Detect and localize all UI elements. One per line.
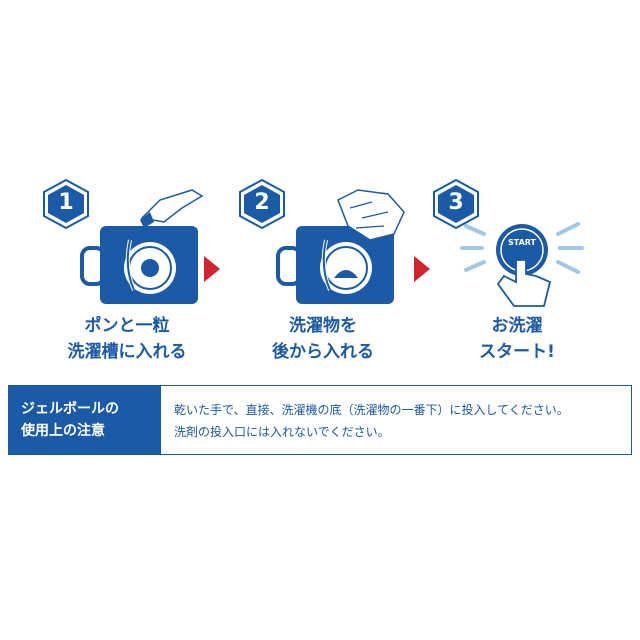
- step-2-caption: 洗濯物を 後から入れる: [272, 316, 374, 362]
- gelball-icon: [140, 212, 154, 228]
- washer-drop-gelball-illustration: [43, 178, 204, 304]
- step-3-number: 3: [448, 190, 464, 215]
- arrow-right-icon: [414, 256, 430, 282]
- arrow-right-icon: [204, 256, 220, 282]
- notice-body: 乾いた手で、直接、洗濯機の底（洗濯物の一番下）に投入してください。 洗剤の投入口…: [174, 399, 623, 443]
- notice-line-1: 乾いた手で、直接、洗濯機の底（洗濯物の一番下）に投入してください。: [174, 403, 569, 417]
- notice-line-2: 洗剤の投入口には入れないでください。: [174, 425, 390, 439]
- washer-add-laundry-illustration: [239, 178, 405, 304]
- laundry-icon: [337, 189, 405, 241]
- usage-notice: ジェルボールの 使用上の注意 乾いた手で、直接、洗濯機の底（洗濯物の一番下）に投…: [8, 385, 632, 455]
- pointing-hand-icon: [496, 259, 552, 307]
- step-2-number: 2: [254, 190, 270, 215]
- step-1-caption: ポンと一粒 洗濯槽に入れる: [67, 316, 187, 362]
- step-1: 1 ポンと一粒 洗濯槽に入れる: [42, 178, 222, 378]
- press-start-illustration: [433, 178, 584, 307]
- start-button-icon: [496, 224, 548, 276]
- start-button-label: START: [507, 238, 537, 247]
- notice-heading: ジェルボールの 使用上の注意: [9, 386, 161, 454]
- step-3: 3 START お洗濯 スタート!: [432, 178, 612, 378]
- step-2: 2 洗濯物を 後から入れる: [238, 178, 418, 378]
- step-3-caption: お洗濯 スタート!: [479, 316, 555, 362]
- hand-icon: [140, 189, 204, 223]
- rays-icon: [460, 222, 584, 274]
- step-1-number: 1: [58, 190, 74, 215]
